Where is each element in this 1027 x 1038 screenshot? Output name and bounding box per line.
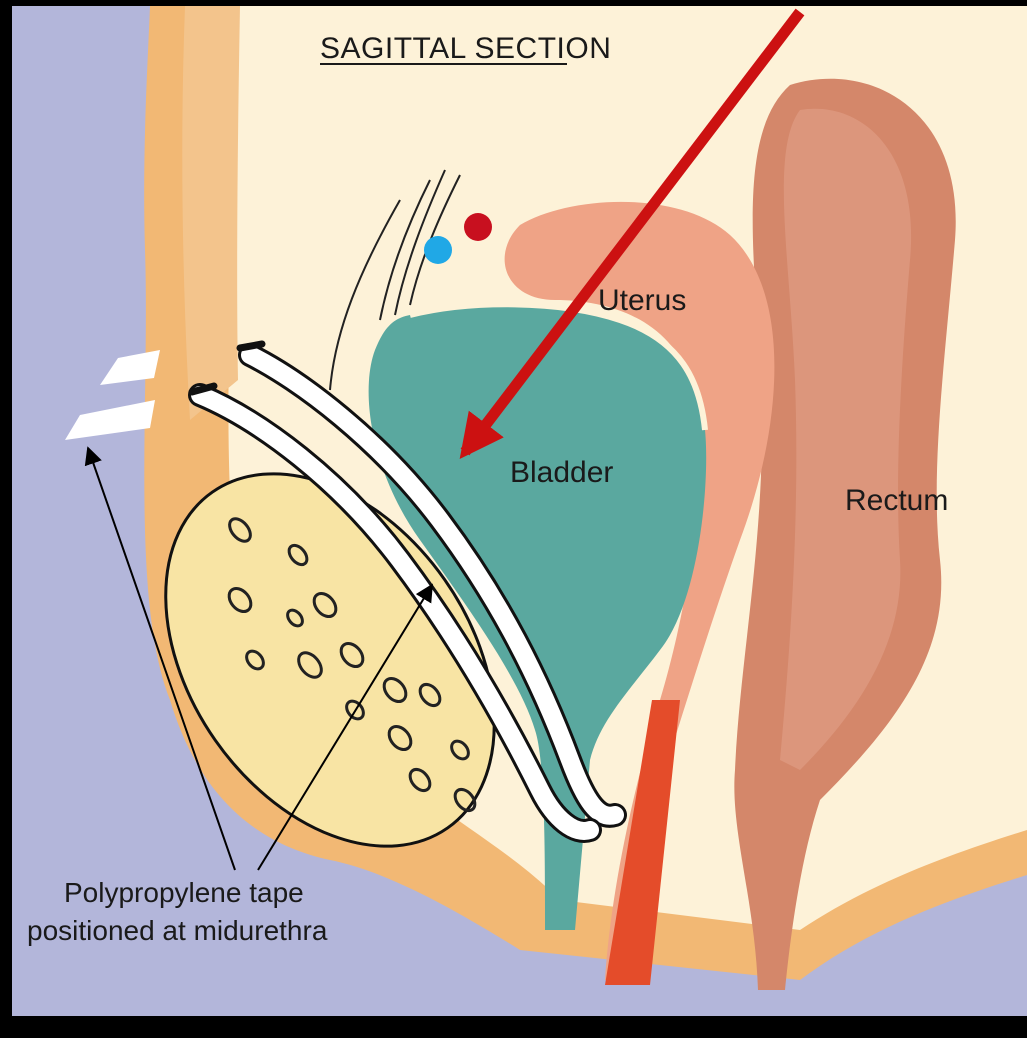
diagram-title: SAGITTAL SECTION: [320, 32, 611, 65]
caption-line-1: Polypropylene tape: [64, 877, 304, 908]
label-rectum: Rectum: [845, 484, 948, 517]
abdominal-wall: [182, 6, 240, 420]
label-uterus: Uterus: [598, 284, 686, 317]
caption-line-2: positioned at midurethra: [27, 915, 328, 946]
vessel-red-dot: [464, 213, 492, 241]
label-bladder: Bladder: [510, 456, 613, 489]
vessel-blue-dot: [424, 236, 452, 264]
